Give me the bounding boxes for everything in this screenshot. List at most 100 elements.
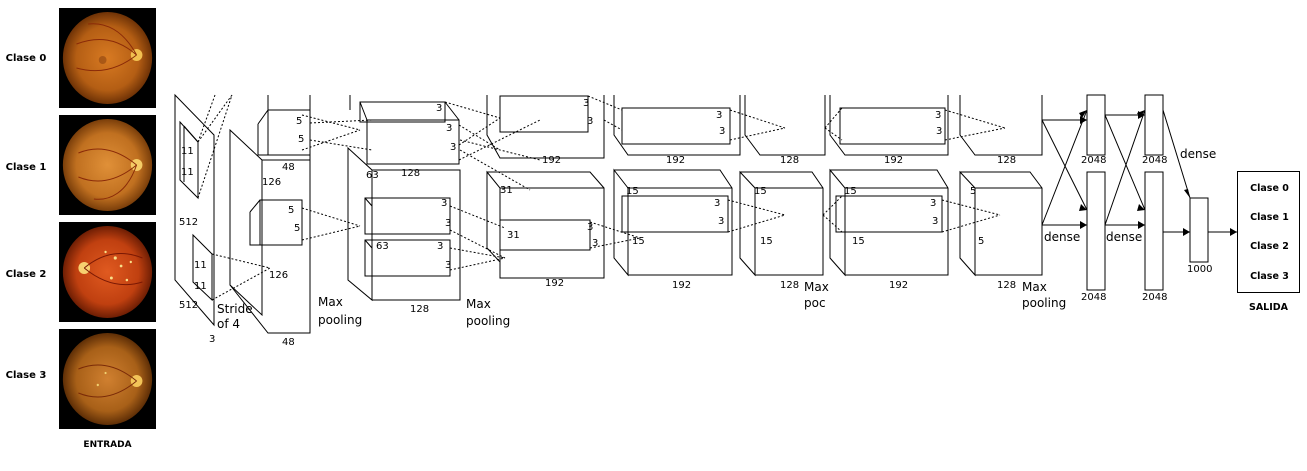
input-kernel-top	[180, 122, 198, 198]
max-pool-1-line2: pooling	[318, 313, 362, 327]
kernel3-i: 3	[587, 116, 593, 127]
conv7-depth-label-b: 128	[997, 280, 1016, 291]
kernel2-label-b: 5	[298, 134, 304, 145]
conv1-side-label: 126	[262, 177, 281, 188]
input-side-label: 512	[179, 217, 198, 228]
fc1-top-label: 2048	[1081, 155, 1106, 166]
fc-out-label: 1000	[1187, 264, 1212, 275]
fc2-top-label: 2048	[1142, 155, 1167, 166]
fc1-bottom-label: 2048	[1081, 292, 1106, 303]
kernel3-a: 3	[436, 103, 442, 114]
conv5-volume	[740, 172, 755, 275]
conv4-side-label: 15	[626, 186, 639, 197]
kernel3-h: 3	[583, 98, 589, 109]
dense-label-3: dense	[1180, 147, 1216, 161]
conv4-depth-label: 192	[666, 155, 685, 166]
kernel3-l: 3	[716, 110, 722, 121]
kernel1-label-d: 11	[194, 281, 207, 292]
kernel3-f: 3	[437, 241, 443, 252]
conv7-side-label: 5	[970, 186, 976, 197]
max-pool-1-line1: Max	[318, 295, 343, 309]
conv2-depth-label-b: 128	[410, 304, 429, 315]
conv6-side-label-b: 15	[852, 236, 865, 247]
kernel2-label-c: 5	[288, 205, 294, 216]
dense-label-2: dense	[1106, 230, 1142, 244]
conv6-depth-label-b: 192	[889, 280, 908, 291]
max-pool-3-line1: Max	[804, 280, 829, 294]
fc-output	[1190, 198, 1208, 262]
output-class-3: Clase 3	[1238, 271, 1301, 282]
conv1-side-label-b: 126	[269, 270, 288, 281]
kernel3-c: 3	[450, 142, 456, 153]
conv3-top-box	[500, 96, 588, 132]
max-pool-4-line1: Max	[1022, 280, 1047, 294]
kernel3-n: 3	[714, 198, 720, 209]
conv3-side-label: 31	[500, 185, 513, 196]
conv5-depth-label: 128	[780, 155, 799, 166]
conv4-side-label-b: 15	[632, 236, 645, 247]
kernel1-label-a: 11	[181, 146, 194, 157]
conv2-depth-label: 128	[401, 168, 420, 179]
output-class-0: Clase 0	[1238, 183, 1301, 194]
conv3-depth-label-b: 192	[545, 278, 564, 289]
kernel3-b: 3	[446, 123, 452, 134]
conv2-box-1	[360, 102, 445, 122]
conv3-side-label-b: 31	[507, 230, 520, 241]
input-depth-label: 3	[209, 334, 215, 345]
conv2-side-label-b: 63	[376, 241, 389, 252]
conv3-depth-label: 192	[542, 155, 561, 166]
max-pool-4-line2: pooling	[1022, 296, 1066, 310]
conv5-side-label: 15	[754, 186, 767, 197]
conv1-depth-label: 48	[282, 162, 295, 173]
conv3-volume	[487, 172, 500, 262]
conv4-bottom-box	[622, 196, 728, 232]
kernel2-label-d: 5	[294, 223, 300, 234]
output-class-1: Clase 1	[1238, 212, 1301, 223]
conv6-side-label: 15	[844, 186, 857, 197]
conv6-bottom-box	[836, 196, 942, 232]
kernel1-label-b: 11	[181, 167, 194, 178]
kernel3-j: 3	[587, 222, 593, 233]
stride-label-line2: of 4	[217, 317, 240, 331]
kernel3-k: 3	[592, 238, 598, 249]
max-pool-3-line2: poc	[804, 296, 826, 310]
conv6-depth-label: 192	[884, 155, 903, 166]
kernel3-m: 3	[719, 126, 725, 137]
conv2-box-3	[365, 198, 450, 234]
conv7-depth-label: 128	[997, 155, 1016, 166]
output-class-box: Clase 0 Clase 1 Clase 2 Clase 3	[1237, 171, 1300, 293]
input-side-label-2: 512	[179, 300, 198, 311]
stride-label-line1: Stride	[217, 302, 253, 316]
kernel2-label-a: 5	[296, 116, 302, 127]
conv4-top-box	[622, 108, 730, 144]
conv5-depth-label-b: 128	[780, 280, 799, 291]
dense-label-1: dense	[1044, 230, 1080, 244]
kernel3-q: 3	[936, 126, 942, 137]
conv1-top-box	[268, 110, 310, 155]
max-pool-2-line1: Max	[466, 297, 491, 311]
fc2-bottom	[1145, 172, 1163, 290]
conv1-volume	[230, 130, 262, 315]
conv4-depth-label-b: 192	[672, 280, 691, 291]
kernel3-g: 3	[445, 260, 451, 271]
max-pool-2-line2: pooling	[466, 314, 510, 328]
fc2-top	[1145, 95, 1163, 155]
kernel3-e: 3	[445, 218, 451, 229]
conv2-side-label: 63	[366, 170, 379, 181]
conv1-depth-label-b: 48	[282, 337, 295, 348]
kernel3-d: 3	[441, 198, 447, 209]
output-class-2: Clase 2	[1238, 241, 1301, 252]
conv6-top-box	[840, 108, 945, 144]
fc1-top	[1087, 95, 1105, 155]
kernel3-p: 3	[935, 110, 941, 121]
output-caption: SALIDA	[1237, 302, 1300, 313]
fc1-bottom	[1087, 172, 1105, 290]
conv7-side-label-b: 5	[978, 236, 984, 247]
kernel3-o: 3	[718, 216, 724, 227]
conv6-volume	[830, 170, 845, 275]
fc2-bottom-label: 2048	[1142, 292, 1167, 303]
conv5-side-label-b: 15	[760, 236, 773, 247]
kernel1-label-c: 11	[194, 260, 207, 271]
kernel3-r: 3	[930, 198, 936, 209]
